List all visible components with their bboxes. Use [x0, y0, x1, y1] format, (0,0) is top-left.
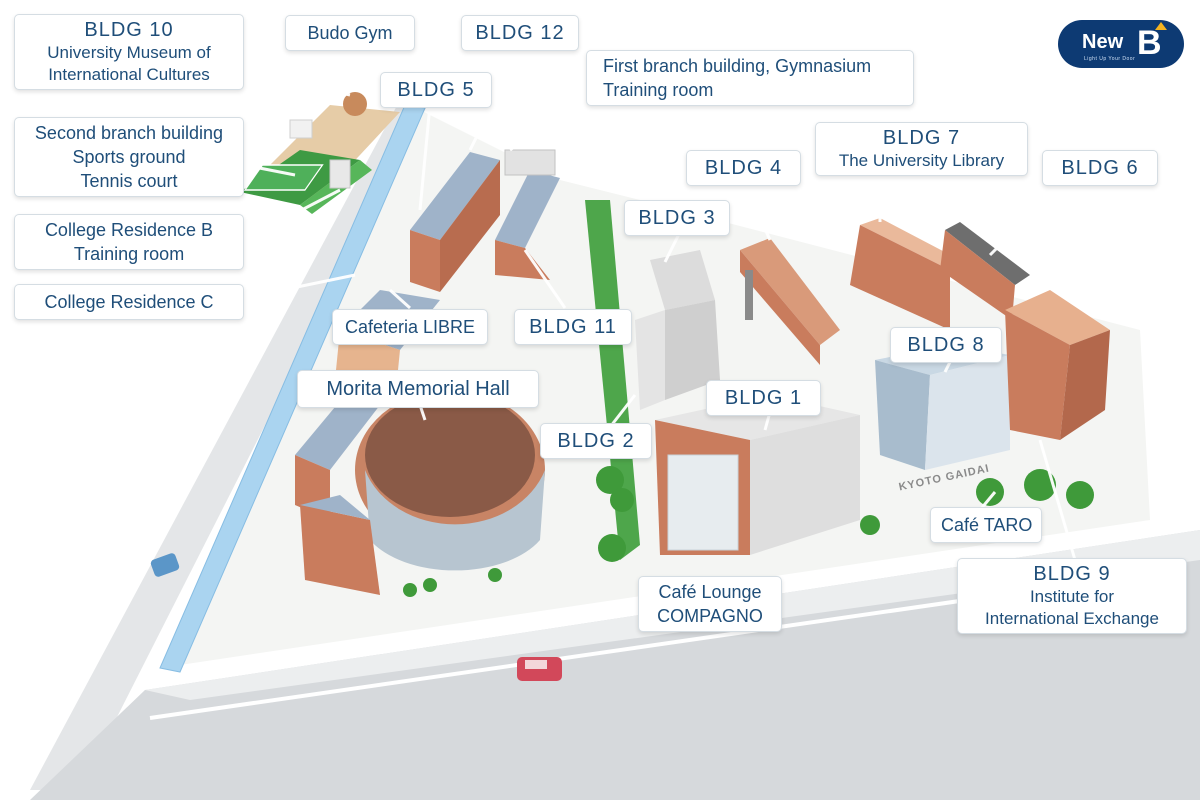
label-residence-c-text: College Residence C: [44, 292, 214, 312]
label-bldg-3-text: BLDG 3: [638, 207, 716, 229]
bldg-9-drawing: [1005, 290, 1110, 440]
label-second-branch-line-2: Sports ground: [72, 147, 186, 167]
label-bldg-4-text: BLDG 4: [704, 157, 783, 179]
trees: [403, 466, 1094, 597]
bldg-4-drawing: [740, 238, 840, 365]
label-bldg-10-line-1: University Museum of: [47, 43, 211, 62]
label-cafe-taro-text: Café TARO: [941, 515, 1033, 535]
bldg-3-drawing: [635, 250, 720, 410]
label-bldg-12-text: BLDG 12: [475, 22, 565, 44]
label-morita-hall-text: Morita Memorial Hall: [326, 378, 510, 400]
blue-car: [150, 553, 180, 577]
label-bldg-6: BLDG 6: [1042, 150, 1158, 186]
label-cafeteria-libre-text: Cafeteria LIBRE: [344, 317, 476, 337]
label-bldg-10: BLDG 10 University Museum of Internation…: [14, 14, 244, 90]
label-bldg-9-line-1: Institute for: [1029, 587, 1115, 606]
label-bldg-6-text: BLDG 6: [1061, 157, 1139, 179]
label-cafe-lounge-line-2: COMPAGNO: [657, 606, 763, 626]
logo-tagline: Light Up Your Door: [1084, 56, 1136, 62]
label-cafe-lounge-compagno: Café Lounge COMPAGNO: [638, 576, 782, 632]
label-bldg-8: BLDG 8: [890, 327, 1002, 363]
label-bldg-10-line-2: International Cultures: [48, 65, 210, 84]
label-bldg-2-text: BLDG 2: [557, 430, 635, 452]
label-cafe-taro: Café TARO: [930, 507, 1042, 543]
label-residence-b-line-1: College Residence B: [44, 220, 214, 240]
bldg-1-drawing: [655, 395, 860, 555]
logo-letter: B: [1137, 24, 1162, 62]
bldg-7-drawing: [850, 218, 960, 330]
label-bldg-1-text: BLDG 1: [724, 387, 803, 409]
label-second-branch-line-1: Second branch building: [34, 123, 224, 143]
label-bldg-4: BLDG 4: [686, 150, 801, 186]
canal: [159, 104, 426, 673]
label-bldg-2: BLDG 2: [540, 423, 652, 459]
graduation-cap-icon: [1155, 22, 1167, 30]
label-bldg-7: BLDG 7 The University Library: [815, 122, 1028, 176]
label-college-residence-c: College Residence C: [14, 284, 244, 320]
label-budo-gym-text: Budo Gym: [307, 23, 393, 43]
label-bldg-11-text: BLDG 11: [529, 316, 617, 338]
morita-hall-drawing: [295, 390, 545, 595]
label-bldg-9: BLDG 9 Institute for International Excha…: [957, 558, 1187, 634]
label-bldg-12: BLDG 12: [461, 15, 579, 51]
label-college-residence-b: College Residence B Training room: [14, 214, 244, 270]
label-second-branch-building: Second branch building Sports ground Ten…: [14, 117, 244, 197]
label-bldg-7-title: BLDG 7: [882, 127, 961, 149]
bldg-8-drawing: [875, 345, 1010, 470]
bldg-6-drawing: [940, 222, 1030, 320]
label-morita-memorial-hall: Morita Memorial Hall: [297, 370, 539, 408]
label-budo-gym: Budo Gym: [285, 15, 415, 51]
newb-logo: New B Light Up Your Door: [1058, 20, 1184, 68]
label-bldg-9-title: BLDG 9: [1033, 563, 1111, 585]
label-first-branch-line-2: Training room: [603, 80, 714, 100]
label-bldg-9-line-2: International Exchange: [985, 609, 1159, 628]
label-first-branch-building: First branch building, Gymnasium Trainin…: [586, 50, 914, 106]
label-cafeteria-libre: Cafeteria LIBRE: [332, 309, 488, 345]
label-first-branch-line-1: First branch building, Gymnasium: [603, 56, 872, 76]
bldg-12-drawing: [495, 149, 560, 280]
label-bldg-10-title: BLDG 10: [84, 19, 174, 41]
label-bldg-5-text: BLDG 5: [397, 79, 475, 101]
label-bldg-7-line-1: The University Library: [838, 151, 1005, 170]
label-bldg-11: BLDG 11: [514, 309, 632, 345]
label-residence-b-line-2: Training room: [73, 244, 185, 264]
bldg-5-drawing: [410, 152, 500, 292]
label-second-branch-line-3: Tennis court: [80, 171, 178, 191]
label-bldg-5: BLDG 5: [380, 72, 492, 108]
leader-lines: [243, 49, 1077, 561]
label-bldg-3: BLDG 3: [624, 200, 730, 236]
hedge: [585, 200, 640, 560]
red-car: [517, 657, 562, 681]
label-bldg-1: BLDG 1: [706, 380, 821, 416]
label-cafe-lounge-line-1: Café Lounge: [658, 582, 762, 602]
logo-word: New: [1082, 31, 1124, 53]
label-bldg-8-text: BLDG 8: [907, 334, 985, 356]
